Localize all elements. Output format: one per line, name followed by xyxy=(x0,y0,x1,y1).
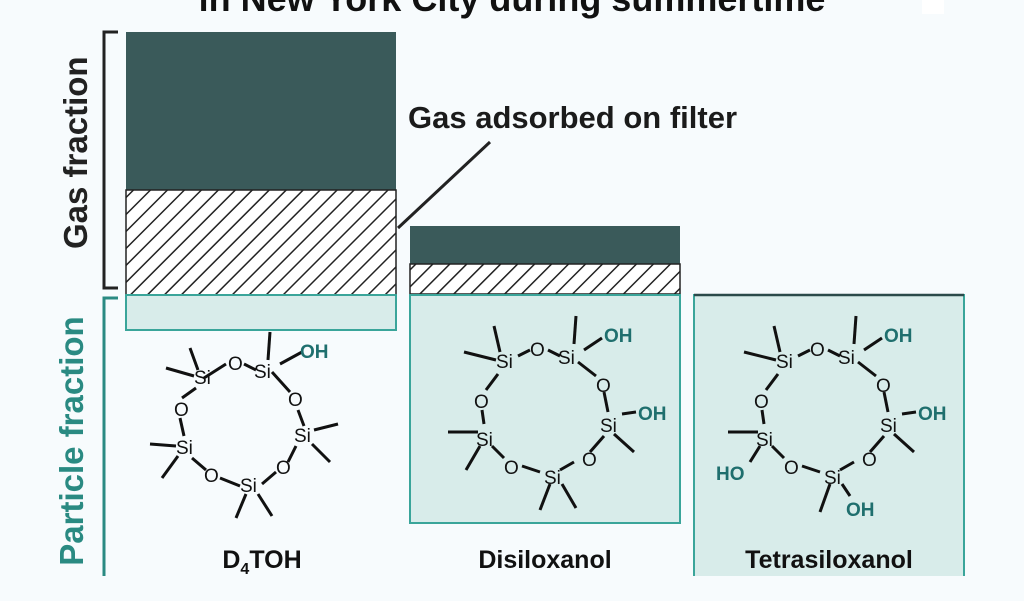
si-atom: Si xyxy=(600,416,617,437)
compound-name-disiloxanol: Disiloxanol xyxy=(478,546,612,574)
disiloxanol-adsorbed-bar xyxy=(409,263,681,295)
o-atom: O xyxy=(276,458,291,479)
disiloxanol-particle-box xyxy=(409,294,681,524)
adsorbed-callout-line xyxy=(396,140,492,230)
si-atom: Si xyxy=(880,416,897,437)
o-atom: O xyxy=(596,376,611,397)
oh-group: OH xyxy=(918,404,947,425)
fraction-diagram: Si O Si OH O Si O Si O Si O Si O xyxy=(102,30,965,576)
oh-group: OH xyxy=(638,404,667,425)
d4toh-gas-bar xyxy=(126,32,396,190)
disiloxanol-atoms: Si O Si OH O Si OH O Si O Si O xyxy=(474,326,667,489)
o-atom: O xyxy=(204,466,219,487)
o-atom: O xyxy=(810,340,825,361)
si-atom: Si xyxy=(254,362,271,383)
si-atom: Si xyxy=(176,438,193,459)
si-atom: Si xyxy=(756,430,773,451)
si-atom: Si xyxy=(294,426,311,447)
tetrasiloxanol-particle-box xyxy=(693,294,965,576)
disiloxanol-structure xyxy=(448,315,637,511)
si-atom: Si xyxy=(838,348,855,369)
si-atom: Si xyxy=(476,430,493,451)
gas-adsorbed-label: Gas adsorbed on filter xyxy=(408,100,738,135)
figure-title: in New York City during summertime xyxy=(0,0,1024,20)
oh-group: OH xyxy=(300,342,329,363)
d4toh-atoms: Si O Si OH O Si O Si O Si O xyxy=(174,342,329,497)
o-atom: O xyxy=(754,392,769,413)
si-atom: Si xyxy=(824,468,841,489)
o-atom: O xyxy=(582,450,597,471)
compound-name-d4toh: D4TOH xyxy=(222,546,302,578)
si-atom: Si xyxy=(558,348,575,369)
si-atom: Si xyxy=(240,476,257,497)
tetrasiloxanol-atoms: Si O Si OH O Si OH O Si OH O Si HO O xyxy=(716,326,947,521)
o-atom: O xyxy=(288,390,303,411)
si-atom: Si xyxy=(776,352,793,373)
particle-bracket xyxy=(102,296,118,576)
oh-group: OH xyxy=(846,500,875,521)
gas-bracket xyxy=(102,30,118,290)
o-atom: O xyxy=(228,354,243,375)
o-atom: O xyxy=(174,400,189,421)
o-atom: O xyxy=(530,340,545,361)
disiloxanol-gas-bar xyxy=(410,226,680,264)
oh-group: OH xyxy=(604,326,633,347)
tetrasiloxanol-structure xyxy=(728,315,917,513)
si-atom: Si xyxy=(496,352,513,373)
si-atom: Si xyxy=(194,368,211,389)
d4toh-structure xyxy=(149,331,339,519)
corner-patch xyxy=(922,0,944,14)
o-atom: O xyxy=(862,450,877,471)
si-atom: Si xyxy=(544,468,561,489)
d4toh-particle-bar xyxy=(125,294,397,331)
o-atom: O xyxy=(784,458,799,479)
oh-group: OH xyxy=(884,326,913,347)
o-atom: O xyxy=(504,458,519,479)
ho-group: HO xyxy=(716,464,745,485)
d4toh-adsorbed-bar xyxy=(125,189,397,296)
o-atom: O xyxy=(876,376,891,397)
compound-name-tetrasiloxanol: Tetrasiloxanol xyxy=(745,546,913,574)
o-atom: O xyxy=(474,392,489,413)
